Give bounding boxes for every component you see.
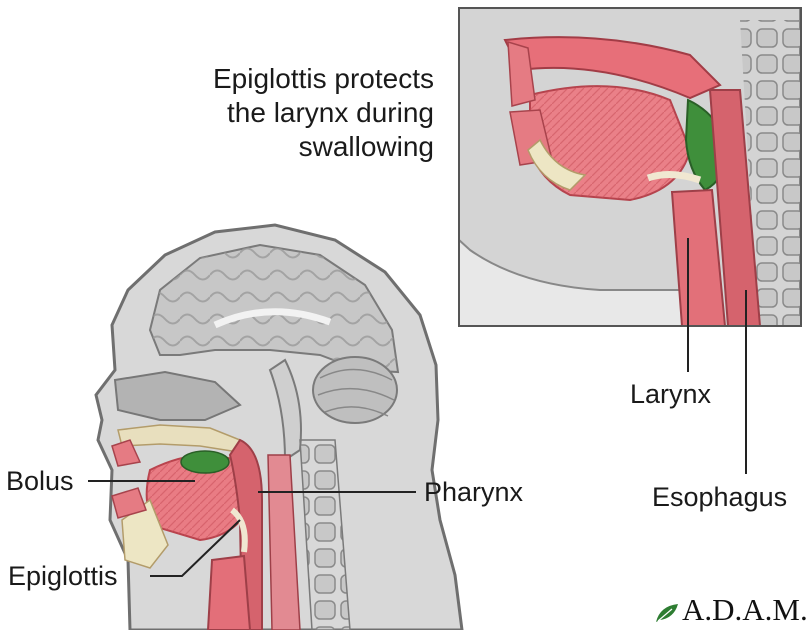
leaf-icon bbox=[654, 602, 680, 624]
title-line-1: Epiglottis protects bbox=[213, 62, 434, 96]
logo-text: A.D.A.M. bbox=[682, 592, 807, 627]
title-line-3: swallowing bbox=[213, 130, 434, 164]
label-bolus: Bolus bbox=[6, 468, 74, 495]
adam-logo: A.D.A.M. bbox=[654, 594, 807, 625]
title-line-2: the larynx during bbox=[213, 96, 434, 130]
label-pharynx: Pharynx bbox=[424, 479, 523, 506]
label-epiglottis: Epiglottis bbox=[8, 563, 118, 590]
inset-panel bbox=[459, 8, 801, 326]
diagram-title: Epiglottis protects the larynx during sw… bbox=[213, 62, 434, 164]
bolus-mass bbox=[181, 451, 229, 473]
cerebellum bbox=[313, 357, 397, 423]
head-cross-section bbox=[96, 225, 462, 630]
label-esophagus: Esophagus bbox=[652, 484, 787, 511]
larynx-tube bbox=[208, 556, 250, 630]
label-larynx: Larynx bbox=[630, 381, 711, 408]
